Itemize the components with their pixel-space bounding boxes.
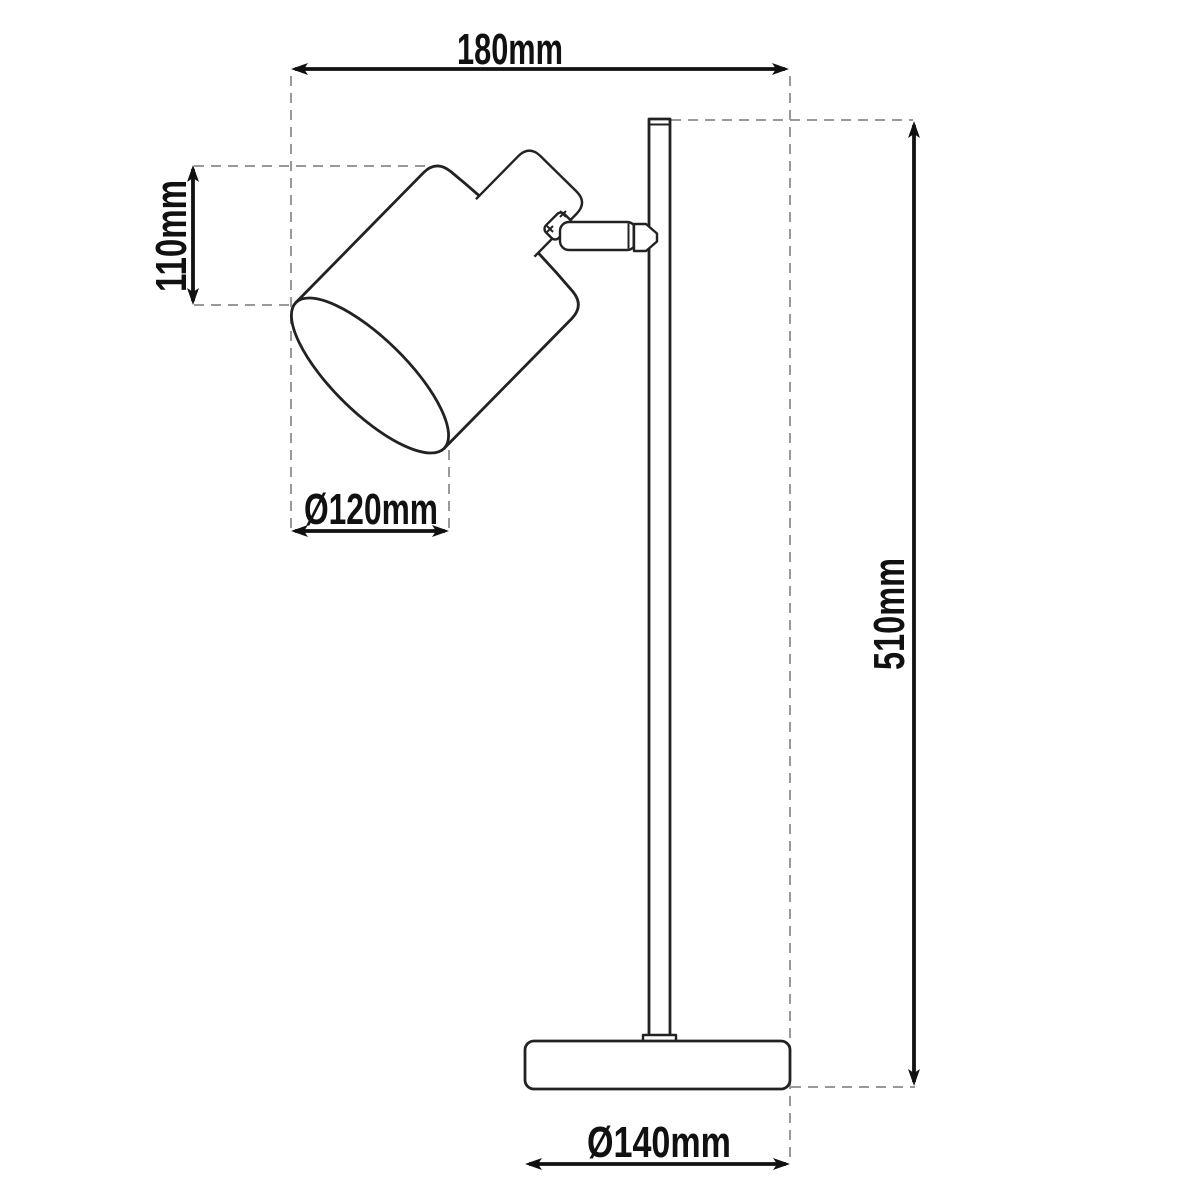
total-width-label: 180mm — [457, 25, 563, 74]
pole-clamp — [632, 222, 659, 253]
dimension-total-width: 180mm — [291, 25, 789, 75]
shade-opening — [290, 296, 450, 455]
shade-height-arrow-top — [187, 165, 199, 182]
base-diameter-label: Ø140mm — [587, 1118, 731, 1167]
base-diameter-arrow-left — [525, 1158, 542, 1170]
dimension-base-diameter: Ø140mm — [525, 1118, 790, 1170]
shade-height-arrow-bottom — [187, 288, 199, 305]
total-width-arrow-left — [291, 63, 308, 75]
knuckle-bolt-marks — [546, 210, 567, 233]
shade-diameter-label: Ø120mm — [304, 485, 438, 534]
guide-lines — [194, 76, 915, 1164]
lamp-base — [523, 1039, 792, 1091]
shade-diameter-arrow-right — [432, 525, 449, 537]
swivel-arm — [558, 220, 638, 252]
shade-height-label: 110mm — [147, 180, 196, 292]
base-diameter-arrow-right — [773, 1158, 790, 1170]
total-height-arrow-bottom — [908, 1069, 920, 1086]
total-height-arrow-top — [908, 121, 920, 138]
dimension-shade-diameter: Ø120mm — [291, 485, 449, 537]
dimension-total-height: 510mm — [865, 121, 920, 1086]
dimension-shade-height: 110mm — [147, 165, 199, 305]
shade-assembly — [290, 149, 584, 455]
lamp-pole — [647, 117, 672, 1039]
shade-diameter-arrow-left — [291, 525, 308, 537]
total-height-label: 510mm — [865, 558, 914, 670]
total-width-arrow-right — [772, 63, 789, 75]
lamp — [290, 117, 792, 1091]
